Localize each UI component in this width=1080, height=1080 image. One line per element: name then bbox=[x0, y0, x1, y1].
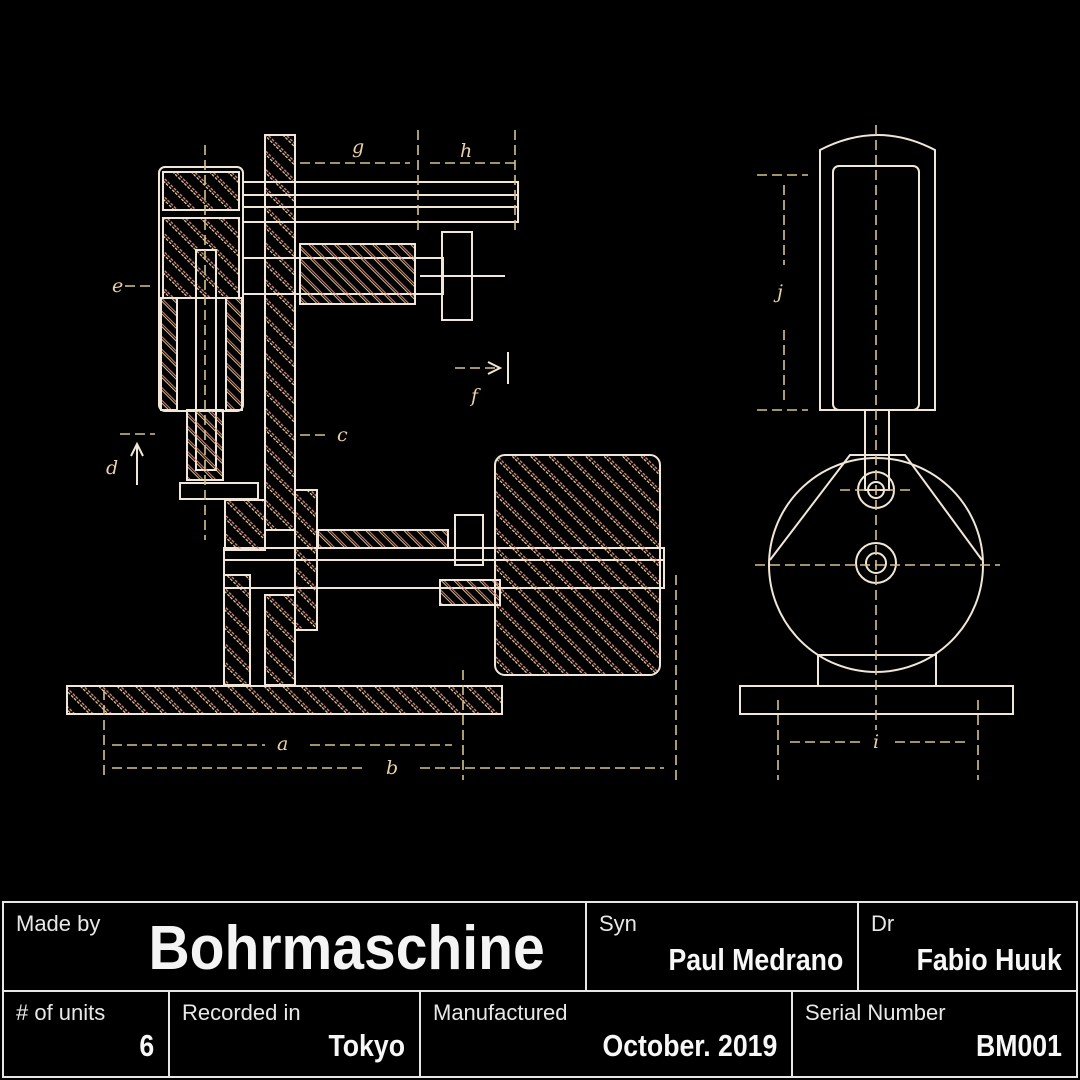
dim-label-i: i bbox=[873, 731, 879, 753]
manufactured-label: Manufactured bbox=[433, 1000, 568, 1025]
dim-label-j: j bbox=[773, 281, 783, 303]
serial-cell: Serial Number BM001 bbox=[793, 992, 1076, 1076]
syn-value: Paul Medrano bbox=[668, 942, 843, 977]
recorded-label: Recorded in bbox=[182, 1000, 301, 1025]
dim-label-b: b bbox=[386, 757, 398, 779]
units-value: 6 bbox=[139, 1028, 154, 1063]
dr-cell: Dr Fabio Huuk bbox=[859, 903, 1076, 990]
dim-label-h: h bbox=[460, 140, 472, 162]
made-by-label: Made by bbox=[16, 911, 101, 936]
dim-label-c: c bbox=[337, 424, 348, 446]
recorded-cell: Recorded in Tokyo bbox=[170, 992, 421, 1076]
made-by-cell: Made by Bohrmaschine bbox=[4, 903, 587, 990]
dr-label: Dr bbox=[871, 911, 895, 936]
dimension-lines bbox=[103, 130, 677, 780]
title-block-row-2: # of units 6 Recorded in Tokyo Manufactu… bbox=[4, 992, 1076, 1076]
recorded-value: Tokyo bbox=[328, 1028, 405, 1063]
units-cell: # of units 6 bbox=[4, 992, 170, 1076]
base-plate bbox=[66, 685, 503, 715]
dim-label-a: a bbox=[277, 733, 288, 755]
dim-label-e: e bbox=[112, 275, 123, 297]
syn-cell: Syn Paul Medrano bbox=[587, 903, 859, 990]
column bbox=[264, 134, 296, 531]
title-block: Made by Bohrmaschine Syn Paul Medrano Dr… bbox=[2, 901, 1078, 1078]
side-view bbox=[66, 134, 665, 715]
serial-label: Serial Number bbox=[805, 1000, 946, 1025]
title-block-row-1: Made by Bohrmaschine Syn Paul Medrano Dr… bbox=[4, 903, 1076, 992]
technical-drawing: g h e f c d a b j i bbox=[66, 125, 1014, 780]
pulley bbox=[494, 454, 661, 676]
dim-label-f: f bbox=[469, 385, 481, 407]
manufactured-value: October. 2019 bbox=[602, 1028, 777, 1063]
manufactured-cell: Manufactured October. 2019 bbox=[421, 992, 793, 1076]
dr-value: Fabio Huuk bbox=[916, 942, 1062, 977]
units-label: # of units bbox=[16, 1000, 106, 1025]
dim-label-d: d bbox=[106, 457, 118, 479]
dim-label-g: g bbox=[352, 136, 364, 158]
machine-title: Bohrmaschine bbox=[148, 914, 545, 983]
syn-label: Syn bbox=[599, 911, 637, 936]
serial-value: BM001 bbox=[976, 1028, 1062, 1063]
